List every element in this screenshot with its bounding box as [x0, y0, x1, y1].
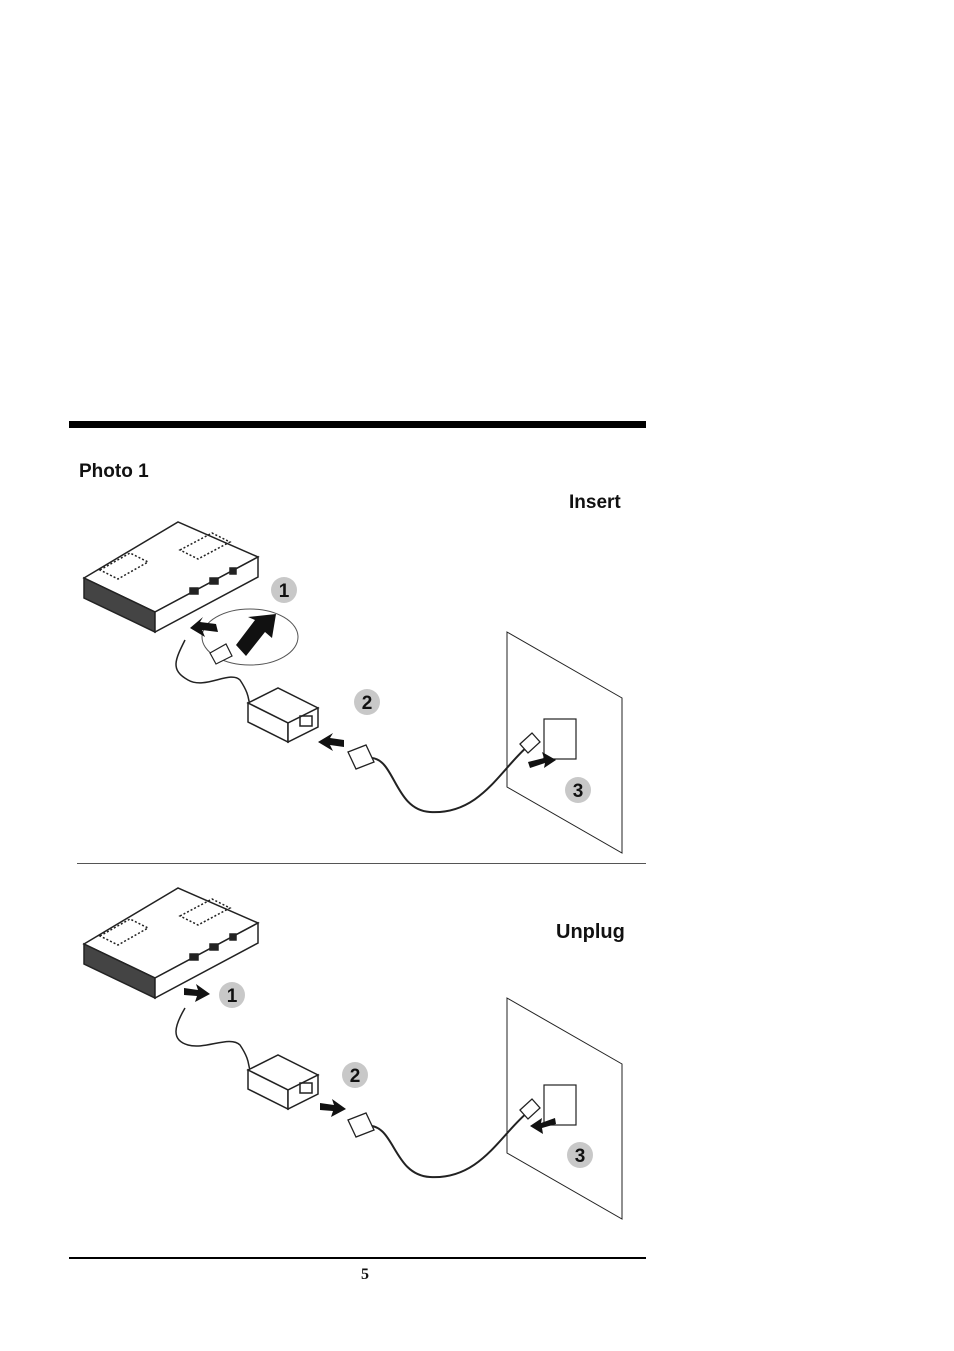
power-plug-icon [210, 644, 232, 664]
arrow-icon [236, 614, 276, 656]
step-number: 3 [573, 781, 584, 802]
page-number: 5 [0, 1266, 730, 1284]
mini-pc-icon [84, 522, 258, 632]
step-number: 3 [575, 1146, 586, 1167]
arrow-icon [318, 733, 344, 751]
power-adapter-icon [248, 688, 318, 742]
step-number: 2 [350, 1066, 361, 1087]
insert-diagram: 1 2 3 [0, 510, 954, 860]
unplug-diagram: 1 2 3 [0, 875, 954, 1230]
arrow-icon [530, 1118, 556, 1134]
bottom-rule [69, 1257, 646, 1259]
power-adapter-icon [248, 1055, 318, 1109]
ac-cable [372, 746, 528, 812]
wall-outlet-icon [544, 1085, 576, 1125]
panel-divider [77, 863, 646, 864]
power-plug-icon [348, 1113, 374, 1137]
arrow-icon [184, 984, 210, 1002]
step-number: 1 [227, 986, 238, 1007]
ac-cable [372, 1112, 528, 1177]
power-plug-icon [348, 745, 374, 769]
dc-cable [176, 640, 250, 705]
dc-cable [176, 1008, 250, 1070]
mini-pc-icon [84, 888, 258, 998]
step-number: 2 [362, 693, 373, 714]
section-title: Photo 1 [79, 461, 149, 483]
wall-outlet-icon [544, 719, 576, 759]
top-rule [69, 421, 646, 428]
step-number: 1 [279, 581, 290, 602]
arrow-icon [190, 617, 218, 637]
arrow-icon [320, 1099, 346, 1117]
